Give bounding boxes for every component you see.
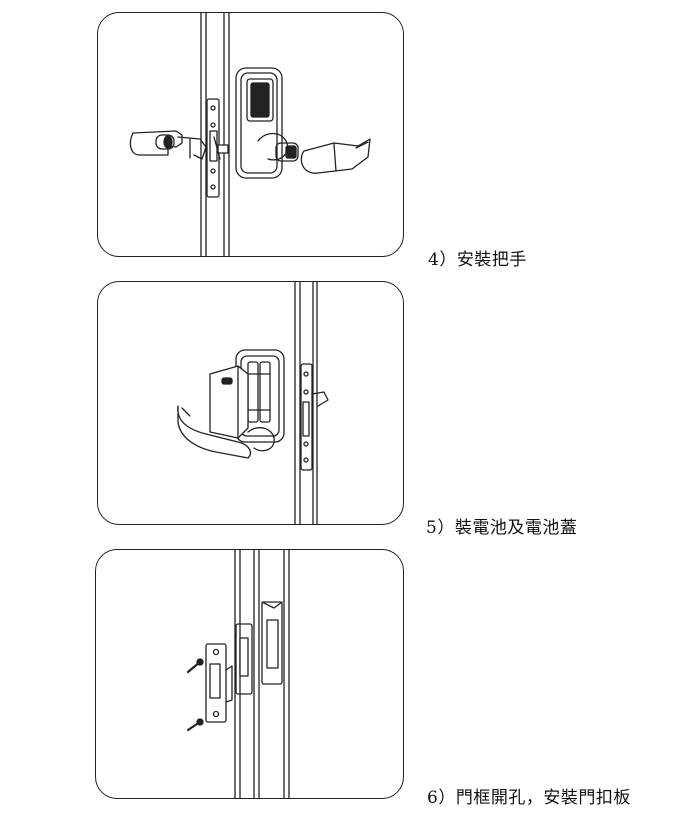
battery-pack	[248, 362, 270, 422]
keypad-lock-body	[236, 68, 298, 178]
handle-install-illustration	[98, 13, 404, 257]
door-edge	[201, 13, 229, 257]
outer-lever-handle	[301, 139, 370, 173]
step-5-illustration-panel	[97, 281, 404, 525]
inner-lever-handle	[130, 131, 206, 159]
frame-mortise-cutout	[262, 602, 282, 684]
step-4-illustration-panel	[97, 12, 404, 257]
battery-cover	[210, 366, 248, 438]
step-5-caption: 5）裝電池及電池蓋	[426, 518, 578, 538]
step-6-illustration-panel	[95, 549, 404, 799]
strike-plate	[206, 644, 232, 722]
door-frame	[235, 550, 289, 799]
strike-plate-install-illustration	[96, 550, 404, 799]
step-6-caption: 6）門框開孔，安裝門扣板	[427, 788, 631, 808]
battery-install-illustration	[98, 282, 404, 525]
strike-box	[236, 624, 252, 694]
lever-handle	[178, 406, 274, 458]
mounting-screws	[188, 659, 203, 730]
spindle	[214, 137, 228, 159]
door-edge	[295, 282, 317, 525]
latch-faceplate	[301, 364, 328, 470]
step-4-caption: 4）安裝把手	[428, 250, 527, 270]
